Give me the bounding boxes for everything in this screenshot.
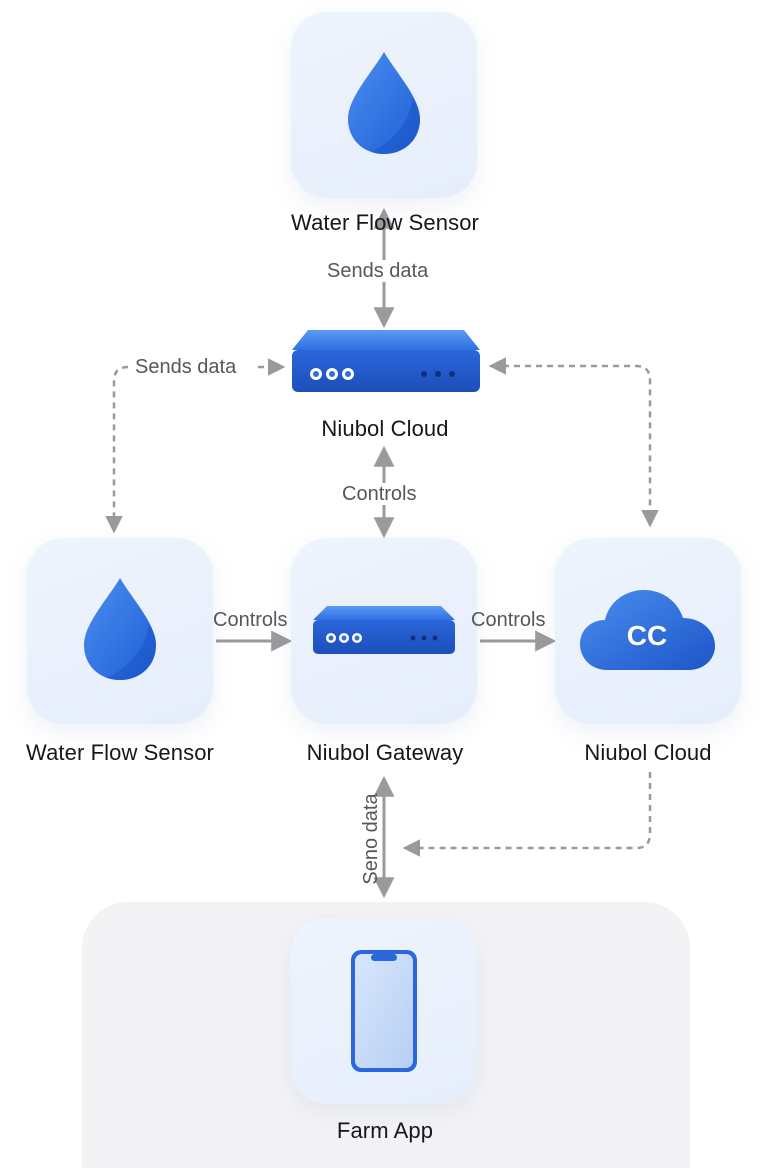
water-drop-icon <box>84 578 156 680</box>
cloud-top-label: Niubol Cloud <box>321 416 449 441</box>
link-left-sensor-cloud <box>105 365 129 534</box>
edge-label-sensor-gateway: Controls <box>213 609 288 631</box>
edge-label-gateway-cloud: Controls <box>471 609 546 631</box>
gateway-tile[interactable] <box>291 538 477 724</box>
link-cloud-app <box>402 772 652 857</box>
edge-label-gateway-app: Seno data <box>360 793 382 885</box>
sensor-left-label: Water Flow Sensor <box>26 740 214 765</box>
edge-label-cloud-gateway: Controls <box>341 483 418 505</box>
water-drop-icon <box>348 52 420 154</box>
link-cloud-right <box>488 357 659 528</box>
cloud-icon: CC <box>580 590 715 670</box>
cloud-right-label: Niubol Cloud <box>584 740 712 765</box>
cloud-right-tile[interactable]: CC <box>555 538 741 724</box>
phone-icon <box>351 950 417 1072</box>
gateway-device-icon[interactable] <box>290 326 482 396</box>
edge-label-sensor-cloud: Sends data <box>326 260 430 282</box>
gateway-label: Niubol Gateway <box>306 740 464 765</box>
farm-app-label: Farm App <box>336 1118 434 1143</box>
edge-label-left-cloud: Sends data <box>134 356 238 378</box>
farm-app-tile[interactable] <box>291 918 477 1104</box>
sensor-top-tile[interactable] <box>291 12 477 198</box>
sensor-top-label: Water Flow Sensor <box>291 210 479 235</box>
cloud-icon-text: CC <box>627 620 667 651</box>
gateway-device-icon <box>313 606 455 654</box>
sensor-left-tile[interactable] <box>27 538 213 724</box>
